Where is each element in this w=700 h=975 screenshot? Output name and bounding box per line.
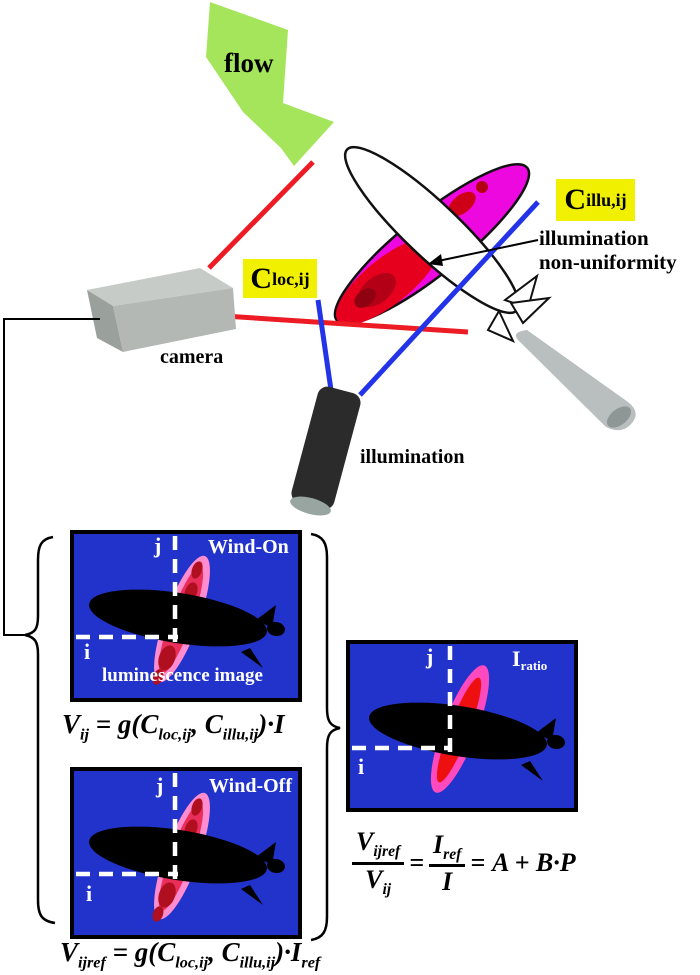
luminescence-caption: luminescence image xyxy=(102,665,263,686)
wind-off-title: Wind-Off xyxy=(209,775,292,797)
left-brace xyxy=(24,535,56,925)
pixel-crosshair xyxy=(76,536,178,646)
axis-j-label: j xyxy=(156,773,164,798)
illumination-lamp xyxy=(290,386,361,516)
right-brace xyxy=(310,532,341,942)
wind-on-image xyxy=(76,536,285,685)
axis-i-label: i xyxy=(358,754,365,779)
pixel-crosshair xyxy=(352,646,453,752)
eq-ratio: Vijref Vij = Iref I = A + B·P xyxy=(352,828,576,898)
fraction-voltage: Vijref Vij xyxy=(352,828,405,898)
fraction-intensity: Iref I xyxy=(429,831,466,896)
wind-off-image xyxy=(76,773,285,922)
pixel-crosshair xyxy=(76,773,178,883)
flow-label: flow xyxy=(224,48,274,78)
axis-j-label: j xyxy=(426,644,434,669)
eq-wind-on: Vij = g(Cloc,ij, Cillu,ij)·I xyxy=(62,709,285,744)
c-illu-symbol: C xyxy=(564,183,587,216)
model-silhouette xyxy=(89,589,285,668)
camera-body xyxy=(87,268,236,352)
wind-on-title: Wind-On xyxy=(208,536,289,558)
c-illu-subscript: illu,ij xyxy=(586,190,627,210)
model-silhouette xyxy=(89,826,285,905)
tail-fin-lower xyxy=(486,308,516,343)
ratio-image xyxy=(352,646,565,793)
model-sting xyxy=(515,330,636,431)
pointer-arrow xyxy=(428,239,539,266)
camera-label: camera xyxy=(160,346,224,368)
connector-line xyxy=(3,318,100,636)
wind-on-panel: j Wind-On i luminescence image xyxy=(70,530,302,702)
axis-j-label: j xyxy=(154,533,162,558)
wind-off-panel: j Wind-Off i xyxy=(70,767,302,939)
nonuniformity-label: illumination non-uniformity xyxy=(539,226,677,275)
camera-ray-lower xyxy=(223,313,469,335)
eq-wind-off: Vijref = g(Cloc,ij, Cillu,ij)·Iref xyxy=(60,937,321,972)
camera-ray-upper xyxy=(207,160,315,270)
c-loc-subscript: loc,ij xyxy=(272,268,310,289)
illumination-label: illumination xyxy=(360,446,465,468)
c-loc-symbol: C xyxy=(250,261,273,295)
axis-i-label: i xyxy=(84,639,91,664)
ratio-title: Iratio xyxy=(512,646,548,673)
tail-fin-right xyxy=(509,296,552,325)
ratio-panel: j Iratio i xyxy=(346,640,578,812)
axis-i-label: i xyxy=(86,881,93,906)
illumination-ray-left xyxy=(315,299,334,391)
model-silhouette xyxy=(369,702,565,781)
flow-arrow xyxy=(206,2,334,166)
illumination-ray-right xyxy=(358,200,540,397)
